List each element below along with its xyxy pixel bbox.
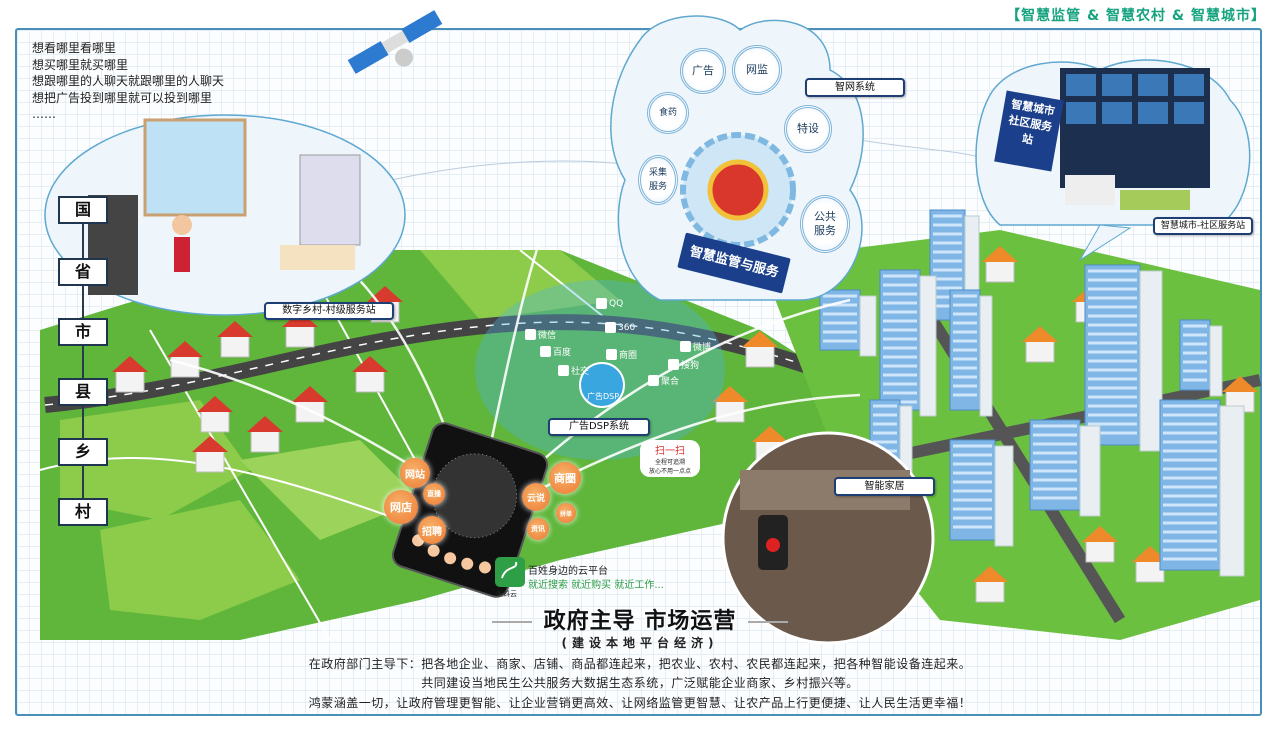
baidu-icon [540,346,551,357]
slogan-subtitle: (建设本地平台经济) [561,636,719,650]
bubble-news: 资讯 [527,518,549,540]
house [982,246,1018,283]
bubble-recruit: 招聘 [418,516,446,544]
intro-line: 想买哪里就买哪里 [32,57,129,72]
house [112,356,148,393]
circle-food-drug: 食药 [647,92,689,134]
scan-bubble: 扫一扫 全程可追溯 放心不用一点点 [640,440,700,477]
smart-home-label: 智能家居 [834,477,935,496]
level-village: 村 [58,498,108,526]
slogan-left: 政府主导 [543,609,636,634]
level-province: 省 [58,258,108,286]
house [352,356,388,393]
level-city: 市 [58,318,108,346]
circle-special-equipment: 特设 [784,105,832,153]
scan-line: 放心不用一点点 [648,468,691,475]
circle-web-monitor: 网监 [732,45,782,95]
community-station-sign: 智慧城市社区服务站 [994,90,1064,172]
slogan-right: 市场运营 [644,609,737,634]
level-country: 国 [58,196,108,224]
app-wechat: 微信 [525,328,556,341]
house [1132,546,1168,583]
app-shangquan: 商圈 [606,348,637,361]
sogou-icon [668,359,679,370]
bubble-live: 直播 [423,483,445,505]
level-county: 县 [58,378,108,406]
bubble-business-circle: 商圈 [549,462,581,494]
bubble-group-buy: 拼单 [556,503,576,523]
house [1022,326,1058,363]
circle-collection-service: 采集服务 [638,155,678,205]
wechat-icon [525,329,536,340]
page-title: 【智慧监管 & 智慧农村 & 智慧城市】 [1006,8,1266,24]
360-icon [605,322,616,333]
community-station-label: 智慧城市-社区服务站 [1153,217,1253,235]
intro-line: 想跟哪里的人聊天就跟哪里的人聊天 [32,74,225,88]
house [167,341,203,378]
smart-net-system-label: 智网系统 [805,78,905,97]
app-baidu: 百度 [540,345,571,358]
building [949,439,1014,547]
building [1029,419,1101,517]
intro-line: 想看哪里看哪里 [32,41,117,55]
divider [491,621,532,623]
building [1159,399,1245,577]
app-weibo: 微博 [680,340,711,353]
bubble-website: 网站 [400,458,430,488]
app-features: 就近搜索 就近购买 就近工作... [528,580,664,591]
intro-line: 想把广告投到哪里就可以投到哪里 [32,90,213,105]
shangquan-icon [606,349,617,360]
qq-icon [596,298,607,309]
app-tagline: 百姓身边的云平台 [528,566,608,577]
house [972,566,1008,603]
description-line: 共同建设当地民生公共服务大数据生态系统，广泛赋能企业商家、乡村振兴等。 [421,676,859,690]
building [879,269,937,417]
building [1179,319,1223,397]
dsp-system-label: 广告DSP系统 [548,418,650,436]
circle-ad: 广告 [680,48,726,94]
circle-public-service: 公共服务 [800,195,850,253]
scan-line: 全程可追溯 [654,459,685,466]
app-qq: QQ [596,298,623,309]
app-juhe: 聚合 [648,374,679,387]
building [1084,264,1163,452]
scan-title: 扫一扫 [655,446,685,457]
description-line: 鸿蒙涵盖一切，让政府管理更智能、让企业营销更高效、让网络监管更智慧、让农产品上行… [308,696,972,710]
juhe-icon [648,375,659,386]
level-township: 乡 [58,438,108,466]
description-line: 在政府部门主导下：把各地企业、商家、店铺、商品都连起来，把农业、农村、农民都连起… [308,657,972,671]
app-360: 360 [605,322,635,333]
app-sogou: 搜狗 [668,358,699,371]
bubble-yunshuo: 云说 [522,483,550,511]
slogan: 政府主导 市场运营 [0,603,1280,635]
bubble-online-store: 网店 [384,490,418,524]
divider [748,621,789,623]
app-social: 社交 [558,364,589,377]
dsp-hub: 广告DSP [586,392,620,401]
levels-connector [82,206,84,526]
house [217,321,253,358]
village-station-label: 数字乡村-村级服务站 [264,302,394,320]
house [1082,526,1118,563]
building [819,289,877,357]
social-icon [558,365,569,376]
building [949,289,993,417]
house [192,436,228,473]
app-name: 蝌蚪云 [496,590,517,598]
house [247,416,283,453]
intro-text: 想看哪里看哪里 想买哪里就买哪里 想跟哪里的人聊天就跟哪里的人聊天 想把广告投到… [32,40,224,123]
house [742,331,778,368]
house [197,396,233,433]
weibo-icon [680,341,691,352]
intro-line: …… [32,107,56,121]
